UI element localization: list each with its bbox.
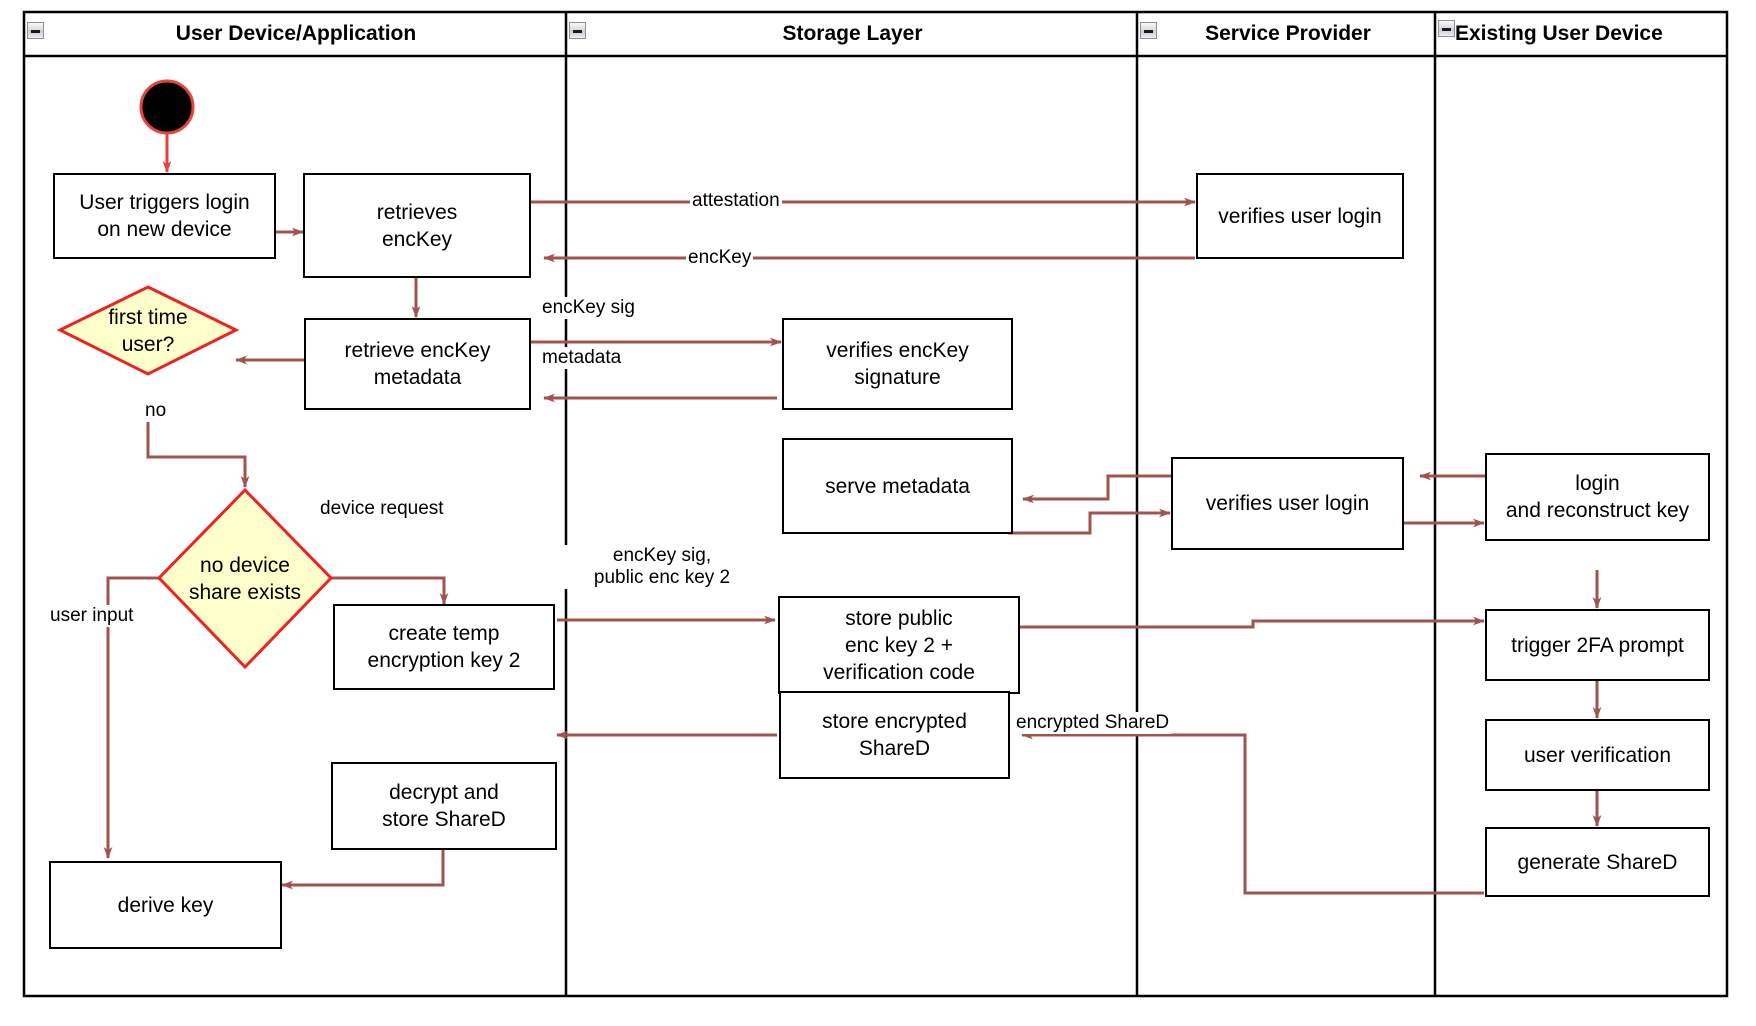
node-store-encrypted-shared[interactable]: store encrypted ShareD (779, 691, 1010, 779)
decision-first-time-user (56, 285, 240, 376)
edge-label-user-input: user input (48, 605, 136, 627)
node-user-verification-label: user verification (1523, 743, 1672, 767)
node-login-and-reconstruct-key[interactable]: login and reconstruct key (1485, 453, 1710, 541)
node-retrieve-enckey-metadata[interactable]: retrieve encKey metadata (304, 318, 531, 410)
lane-header-user-device: User Device/Application (175, 22, 417, 45)
node-retrieve-enckey-metadata-label: retrieve encKey metadata (344, 339, 491, 389)
node-login-and-reconstruct-key-label: login and reconstruct key (1505, 472, 1690, 522)
node-retrieves-enckey-label: retrieves encKey (376, 200, 458, 251)
edge-store-key-to-2fa (1020, 616, 1485, 629)
node-decrypt-and-store-shared[interactable]: decrypt and store ShareD (331, 762, 557, 850)
node-store-public-enc-key-2-label: store public enc key 2 + verification co… (823, 606, 975, 684)
swimlane-frame (22, 10, 1729, 998)
edge-serve-metadata-to-verifies (1008, 508, 1171, 535)
node-trigger-2fa-prompt-label: trigger 2FA prompt (1511, 633, 1684, 657)
collapse-minus-icon-lane-1[interactable] (27, 22, 44, 39)
decision-no-device-share-label: no device share exists (188, 553, 302, 604)
node-user-triggers-login-label: User triggers login on new device (79, 191, 250, 241)
edge-no-branch (146, 412, 250, 488)
edge-label-metadata: metadata (540, 347, 624, 369)
node-verifies-user-login-mid-label: verifies user login (1205, 492, 1370, 515)
decision-shapes (56, 285, 334, 670)
edge-verifies-to-serve-metadata (1022, 474, 1178, 504)
edge-label-no-branch: no (143, 400, 169, 422)
edge-label-enckey-sig-public-enc-key-2: encKey sig, public enc key 2 (545, 545, 779, 589)
edge-encrypted-shared (1021, 730, 1484, 895)
node-verifies-user-login-top-label: verifies user login (1218, 204, 1382, 228)
node-derive-key-label: derive key (117, 893, 214, 917)
decision-no-device-share-label-wrap[interactable]: no device share exists (159, 490, 331, 667)
node-verifies-user-login-mid[interactable]: verifies user login (1171, 457, 1404, 550)
node-verifies-user-login-top[interactable]: verifies user login (1196, 173, 1404, 259)
node-serve-metadata[interactable]: serve metadata (782, 438, 1013, 534)
node-serve-metadata-label: serve metadata (825, 474, 970, 498)
node-create-temp-encryption-key-2[interactable]: create temp encryption key 2 (333, 604, 555, 690)
collapse-minus-icon-lane-4[interactable] (1438, 20, 1455, 37)
node-retrieves-enckey[interactable]: retrieves encKey (303, 173, 531, 278)
lane-header-service-provider: Service Provider (1205, 22, 1371, 45)
node-decrypt-and-store-shared-label: decrypt and store ShareD (382, 781, 506, 831)
node-store-public-enc-key-2[interactable]: store public enc key 2 + verification co… (778, 596, 1020, 694)
edge-label-encrypted-shared: encrypted ShareD (1014, 712, 1172, 734)
lane-header-existing-device: Existing User Device (1455, 22, 1663, 45)
edge-label-enckey-return: encKey (686, 247, 754, 269)
edge-device-request (330, 576, 449, 605)
edge-user-input (103, 576, 160, 859)
initial-node (139, 79, 195, 135)
edge-label-enckey-sig: encKey sig (540, 297, 637, 319)
node-user-triggers-login[interactable]: User triggers login on new device (53, 173, 276, 259)
node-store-encrypted-shared-label: store encrypted ShareD (822, 710, 967, 760)
collapse-minus-icon-lane-2[interactable] (569, 22, 586, 39)
collapse-minus-icon-lane-3[interactable] (1140, 22, 1157, 39)
node-verifies-enckey-signature-label: verifies encKey signature (826, 339, 969, 389)
node-user-verification[interactable]: user verification (1485, 719, 1710, 791)
decision-first-time-user-label: first time user? (108, 305, 188, 356)
decision-no-device-share-exists (156, 487, 334, 670)
edge-label-attestation: attestation (690, 190, 782, 212)
node-trigger-2fa-prompt[interactable]: trigger 2FA prompt (1485, 609, 1710, 681)
node-create-temp-encryption-key-2-label: create temp encryption key 2 (367, 622, 521, 672)
edge-label-device-request: device request (318, 498, 446, 520)
node-verifies-enckey-signature[interactable]: verifies encKey signature (782, 318, 1013, 410)
node-generate-shared[interactable]: generate ShareD (1485, 827, 1710, 897)
decision-first-time-user-label-wrap[interactable]: first time user? (60, 287, 236, 374)
node-derive-key[interactable]: derive key (49, 861, 282, 949)
lane-header-storage: Storage Layer (782, 22, 923, 45)
node-generate-shared-label: generate ShareD (1517, 850, 1678, 874)
